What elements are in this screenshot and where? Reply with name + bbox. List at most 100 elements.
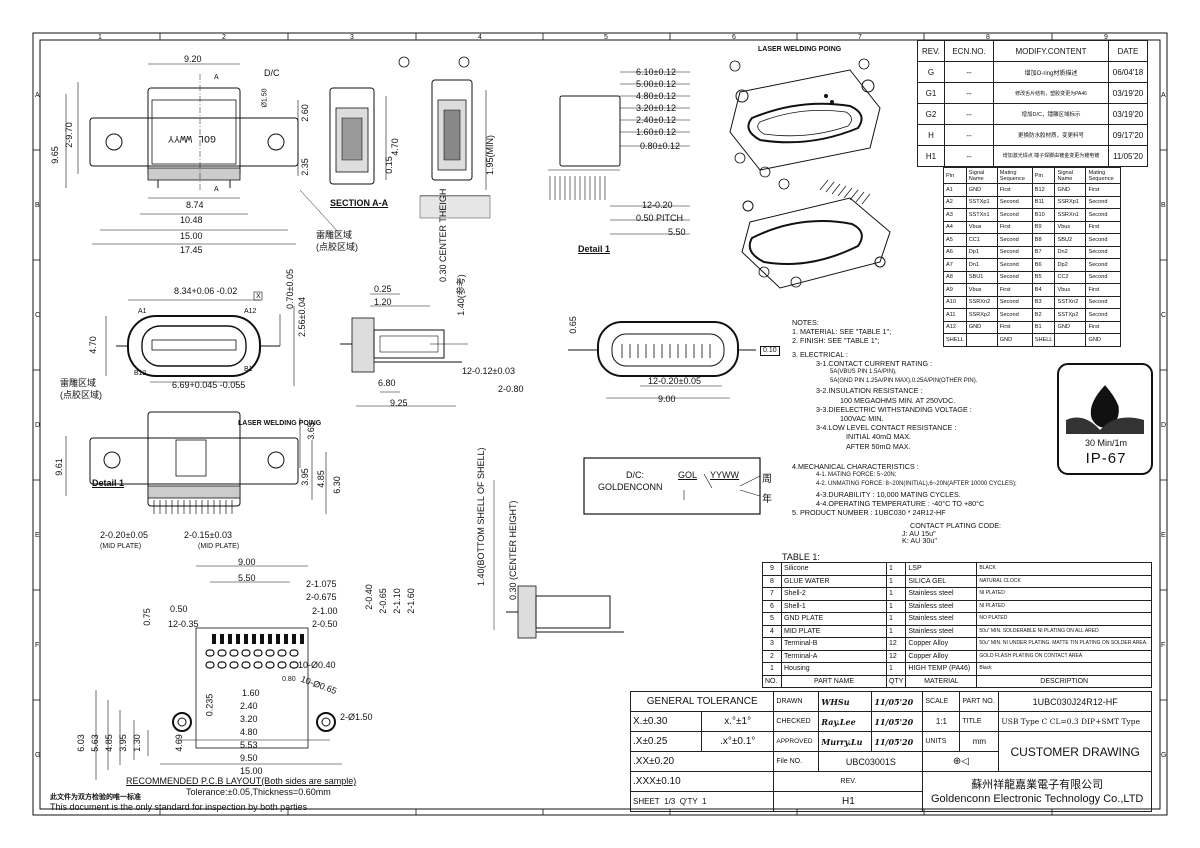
dim-label: 4.85 <box>103 734 114 752</box>
bom-cell-mat: Stainless steel <box>905 612 978 626</box>
dim-label: 2-1.60 <box>405 588 416 614</box>
pin-cell: Dp2 <box>1054 258 1087 272</box>
note-line: 3-1.CONTACT CURRENT RATING : <box>816 358 933 368</box>
bom-cell-qty: 1 <box>885 662 907 676</box>
dim-label: 2-9.70 <box>63 122 74 148</box>
zone-label: C <box>1161 312 1167 319</box>
zone-label: A <box>35 92 40 99</box>
pin-cell: SSTXn1 <box>965 208 998 222</box>
dim-label: 3.20±0.12 <box>636 103 676 113</box>
dim-label: 9.00 <box>658 394 676 404</box>
dim-label: 2-1.00 <box>312 606 338 616</box>
file-label: File NO. <box>773 751 820 772</box>
week-label: 周 <box>762 474 772 485</box>
dc-code: GOL <box>678 470 698 480</box>
dc-label: D/C: <box>626 470 644 480</box>
pin-cell: SSRXp1 <box>1054 195 1087 209</box>
pin-cell: Second <box>996 208 1033 222</box>
dim-label: 6.80 <box>378 378 396 388</box>
bom-header-row: NO. PART NAME QTY MATERIAL DESCRIPTION <box>762 674 1152 688</box>
bom-cell-desc: 50u" MIN. SOLDERABLE NI PLATING ON ALL A… <box>976 624 1152 638</box>
zone-label: F <box>1161 642 1166 649</box>
tolerance-xx: .X±0.25 <box>630 731 702 752</box>
pin-cell: Second <box>1085 308 1122 322</box>
content-cell: 更换防水胶材质，变更料号 <box>993 124 1109 146</box>
units-value: mm <box>959 731 1000 752</box>
zone-label: 8 <box>986 34 990 41</box>
pin-cell: GND <box>1085 333 1122 347</box>
bom-cell-no: 7 <box>762 587 782 601</box>
date-cell: 03/19'20 <box>1108 82 1148 104</box>
dim-label: 12-0.35 <box>168 619 199 629</box>
drawing-title: USB Type C CL=0.3 DIP+SMT Type <box>998 711 1152 732</box>
dim-label: 5.50 <box>238 573 256 583</box>
date-cell: 09/17'20 <box>1108 124 1148 146</box>
laser-area-label: 雷雕区域 <box>60 378 97 388</box>
laser-welding-label: LASER WELDING POING <box>238 420 322 427</box>
front-view <box>105 291 295 386</box>
pin-cell: First <box>1085 183 1122 197</box>
pin-cell: Second <box>1085 245 1122 259</box>
dim-label: 6.10±0.12 <box>636 67 676 77</box>
laser-welding-label: LASER WELDING POING <box>758 46 842 53</box>
note-line: 4-4.OPERATING TEMPERATURE : -40°C TO +80… <box>816 498 985 508</box>
zone-label: C <box>35 312 41 319</box>
company-en: Goldenconn Electronic Technology Co.,LTD <box>931 792 1144 805</box>
pin-cell: Dn2 <box>1054 245 1087 259</box>
dim-label: 8.74 <box>186 200 204 210</box>
zone-label: 5 <box>604 34 608 41</box>
dim-label: 1.40(BOTTOM SHELL OF SHELL) <box>476 447 486 586</box>
pin-label: B1 <box>244 366 253 373</box>
note-line: INITIAL 40mΩ MAX. <box>846 432 912 442</box>
dim-label: 6.30 <box>331 476 342 494</box>
pin-cell: SSTXp2 <box>1054 308 1087 322</box>
datum-label: X <box>256 293 261 300</box>
pin-label: A12 <box>244 308 257 315</box>
notes-title: NOTES: <box>792 318 819 327</box>
bom-cell-no: 1 <box>762 662 782 676</box>
section-view <box>329 79 491 219</box>
detail-callout: Detail 1 <box>92 478 125 488</box>
dim-label: 12-0.20 <box>642 200 673 210</box>
pin-cell: GND <box>965 183 998 197</box>
bom-header: NO. <box>762 674 782 688</box>
mouth-view <box>568 321 756 399</box>
rev-cell: H1 <box>917 145 945 167</box>
bom-cell-no: 6 <box>762 599 782 613</box>
zone-label: B <box>1161 202 1166 209</box>
dim-label: 9.00 <box>238 557 256 567</box>
checked-signature: Ray.Lee <box>818 711 873 732</box>
dim-label: 2.60 <box>299 104 310 122</box>
units-label: UNITS <box>922 731 961 752</box>
bom-cell-desc: BLACK <box>976 562 1152 576</box>
checked-label: CHECKED <box>773 711 820 732</box>
laser-area-label: 雷雕区域 <box>316 230 353 240</box>
part-number: 1UBC030J24R12-HF <box>998 691 1152 712</box>
bom-header: DESCRIPTION <box>976 674 1152 688</box>
zone-label: F <box>35 642 40 649</box>
dim-label: 2-0.20±0.05 <box>100 530 148 540</box>
notes-block-2: 4.MECHANICAL CHARACTERISTICS : 4-1. MATI… <box>792 462 1017 545</box>
dim-label: 0.25 <box>374 284 392 294</box>
pin-table: Pin Signal Name Mating Sequence Pin Sign… <box>943 167 1122 347</box>
pin-header: Pin <box>1031 167 1056 184</box>
note-line: 3-2.INSULATION RESISTANCE : <box>816 386 923 396</box>
note-line: CONTACT PLATING CODE: <box>910 521 1002 531</box>
pin-cell: Second <box>996 270 1033 284</box>
bom-cell-part: GND PLATE <box>781 612 887 626</box>
pin-cell: B11 <box>1031 195 1056 209</box>
zone-ticks <box>33 33 1167 815</box>
bom-cell-desc: NI PLATED <box>976 599 1152 613</box>
approved-signature: Murry.Lu <box>818 731 873 752</box>
